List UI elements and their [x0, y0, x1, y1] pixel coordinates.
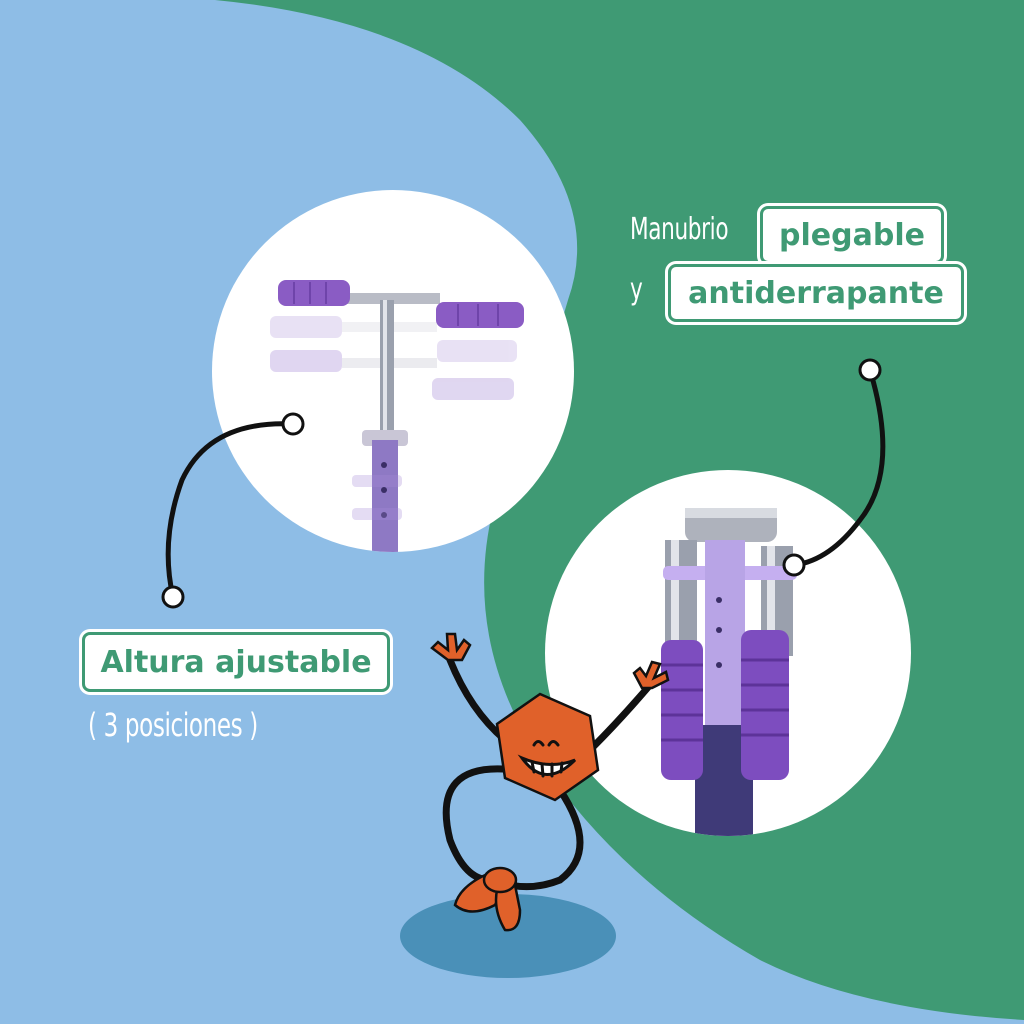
adjustable-height-label: Altura ajustable — [82, 632, 390, 692]
height-connector-dot-bottom — [161, 585, 185, 609]
positions-subtitle: ( 3 posiciones ) — [88, 706, 258, 744]
foldable-label: plegable — [760, 206, 944, 264]
handlebar-connector-text: y — [630, 272, 643, 307]
handlebar-connector-dot-top — [858, 358, 882, 382]
height-connector-line — [165, 421, 296, 600]
mascot-hexagon-body — [495, 692, 600, 802]
adjustable-height-photo — [212, 190, 574, 552]
nonslip-label: antiderrapante — [668, 264, 964, 322]
handlebar-prefix-text: Manubrio — [630, 212, 729, 247]
handlebar-connector-line — [792, 367, 886, 568]
height-connector-dot-top — [281, 412, 305, 436]
mascot-shadow — [400, 894, 616, 978]
handlebar-connector-dot-bottom — [782, 553, 806, 577]
